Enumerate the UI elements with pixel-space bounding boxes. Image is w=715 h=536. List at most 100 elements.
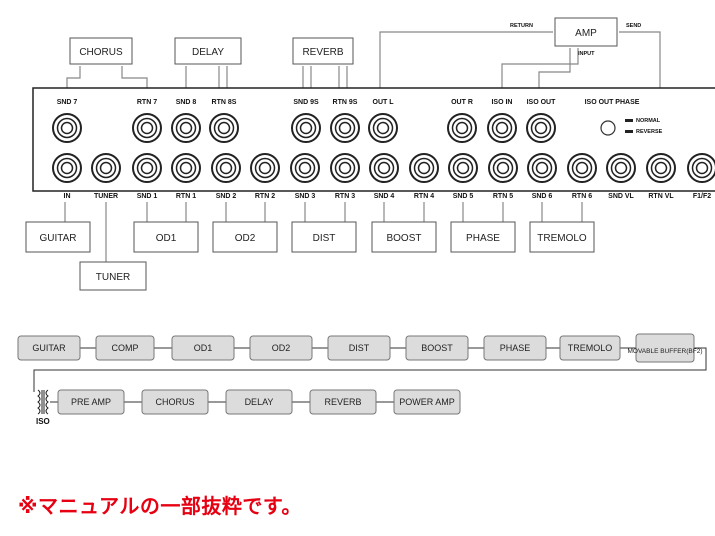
chain-movable-buffer-label: MOVABLE BUFFER(BF2) bbox=[627, 348, 702, 355]
jack-label-snd6: SND 6 bbox=[532, 193, 553, 200]
jack-in bbox=[52, 153, 82, 183]
jack-snd2 bbox=[211, 153, 241, 183]
chain-pre-amp: PRE AMP bbox=[57, 389, 125, 415]
chain-chorus: CHORUS bbox=[141, 389, 209, 415]
chain-power-amp-label: POWER AMP bbox=[399, 397, 455, 407]
top-jacks bbox=[52, 113, 556, 143]
bottom-jacks bbox=[52, 153, 715, 183]
jack-label-rtnvl: RTN VL bbox=[648, 193, 674, 200]
jack-tuner bbox=[91, 153, 121, 183]
iso-label: ISO bbox=[36, 417, 50, 426]
chain-boost: BOOST bbox=[405, 335, 469, 361]
input-label: INPUT bbox=[578, 51, 595, 57]
chain-pre-amp-label: PRE AMP bbox=[71, 397, 111, 407]
chain-row-2: ISO PRE AMP CHORUS DELAY REVERB POWER AM… bbox=[36, 389, 461, 426]
tremolo-box-label: TREMOLO bbox=[537, 233, 587, 244]
chain-comp-label: COMP bbox=[112, 343, 139, 353]
jack-label-snd3: SND 3 bbox=[295, 193, 316, 200]
jack-rtn6 bbox=[567, 153, 597, 183]
top-wires bbox=[66, 31, 661, 150]
chain-od2-label: OD2 bbox=[272, 343, 291, 353]
od1-box-label: OD1 bbox=[156, 233, 177, 244]
chain-delay: DELAY bbox=[225, 389, 293, 415]
guitar-box: GUITAR bbox=[25, 221, 91, 253]
jack-label-rtn3: RTN 3 bbox=[335, 193, 355, 200]
chain-tremolo-label: TREMOLO bbox=[568, 343, 613, 353]
jack-snd1 bbox=[132, 153, 162, 183]
jack-rtn2 bbox=[250, 153, 280, 183]
jack-label-rtn4: RTN 4 bbox=[414, 193, 434, 200]
jack-label-snd5: SND 5 bbox=[453, 193, 474, 200]
jack-label-snd9s: SND 9S bbox=[293, 99, 319, 106]
chain-boost-label: BOOST bbox=[421, 343, 453, 353]
jack-f1f2 bbox=[687, 153, 715, 183]
jack-label-snd8: SND 8 bbox=[176, 99, 197, 106]
chain-reverb-label: REVERB bbox=[324, 397, 361, 407]
jack-snd4 bbox=[369, 153, 399, 183]
jack-label-rtn5: RTN 5 bbox=[493, 193, 513, 200]
jack-isoin bbox=[487, 113, 517, 143]
phase-box-label: PHASE bbox=[466, 233, 500, 244]
chain-dist: DIST bbox=[327, 335, 391, 361]
jack-rtn5 bbox=[488, 153, 518, 183]
jack-label-snd4: SND 4 bbox=[374, 193, 395, 200]
jack-label-rtn7: RTN 7 bbox=[137, 99, 157, 106]
jack-label-f1f2: F1/F2 bbox=[693, 193, 711, 200]
delay-box: DELAY bbox=[174, 37, 242, 65]
chain-movable-buffer: MOVABLE BUFFER(BF2) bbox=[627, 333, 703, 363]
chain-guitar: GUITAR bbox=[17, 335, 81, 361]
phase-reverse-label: REVERSE bbox=[636, 129, 663, 135]
jack-label-rtn9s: RTN 9S bbox=[333, 99, 358, 106]
jack-label-in: IN bbox=[64, 193, 71, 200]
jack-label-rtn8s: RTN 8S bbox=[212, 99, 237, 106]
chain-tremolo: TREMOLO bbox=[559, 335, 621, 361]
dist-box: DIST bbox=[291, 221, 357, 253]
jack-outr bbox=[447, 113, 477, 143]
jack-rtn9s bbox=[330, 113, 360, 143]
routing-diagram: CHORUS DELAY REVERB AMP RETURN SEND INPU… bbox=[17, 17, 715, 426]
jack-isoout bbox=[526, 113, 556, 143]
tuner-box: TUNER bbox=[79, 261, 147, 291]
dist-box-label: DIST bbox=[313, 233, 336, 244]
chain-chorus-label: CHORUS bbox=[155, 397, 194, 407]
iso-transformer-icon bbox=[37, 389, 49, 415]
od2-box: OD2 bbox=[212, 221, 278, 253]
jack-rtnvl bbox=[646, 153, 676, 183]
chain-dist-label: DIST bbox=[349, 343, 370, 353]
jack-label-isophase: ISO OUT PHASE bbox=[585, 99, 640, 106]
amp-box: AMP bbox=[554, 17, 618, 47]
bottom-wires bbox=[64, 202, 583, 262]
boost-box: BOOST bbox=[371, 221, 437, 253]
send-label: SEND bbox=[626, 23, 641, 29]
phase-switch: NORMAL REVERSE bbox=[600, 118, 663, 136]
jack-rtn8s bbox=[209, 113, 239, 143]
return-label: RETURN bbox=[510, 23, 533, 29]
jack-label-snd2: SND 2 bbox=[216, 193, 237, 200]
jack-snd8 bbox=[171, 113, 201, 143]
jack-label-rtn6: RTN 6 bbox=[572, 193, 592, 200]
jack-label-isoout: ISO OUT bbox=[527, 99, 557, 106]
jack-label-outl: OUT L bbox=[373, 99, 395, 106]
jack-label-sndvl: SND VL bbox=[608, 193, 634, 200]
tremolo-box: TREMOLO bbox=[529, 221, 595, 253]
chain-power-amp: POWER AMP bbox=[393, 389, 461, 415]
chain-od1: OD1 bbox=[171, 335, 235, 361]
chain-reverb: REVERB bbox=[309, 389, 377, 415]
tuner-box-label: TUNER bbox=[96, 272, 130, 283]
jack-snd5 bbox=[448, 153, 478, 183]
jack-label-snd7: SND 7 bbox=[57, 99, 78, 106]
jack-snd7 bbox=[52, 113, 82, 143]
jack-snd9s bbox=[291, 113, 321, 143]
chain-guitar-label: GUITAR bbox=[32, 343, 66, 353]
chorus-box-label: CHORUS bbox=[79, 47, 123, 58]
chain-phase: PHASE bbox=[483, 335, 547, 361]
jack-sndvl bbox=[606, 153, 636, 183]
chain-od2: OD2 bbox=[249, 335, 313, 361]
od2-box-label: OD2 bbox=[235, 233, 256, 244]
jack-snd3 bbox=[290, 153, 320, 183]
top-jack-labels: SND 7 RTN 7 SND 8 RTN 8S SND 9S RTN 9S O… bbox=[57, 99, 640, 106]
chain-delay-label: DELAY bbox=[245, 397, 274, 407]
chain-phase-label: PHASE bbox=[500, 343, 531, 353]
jack-snd6 bbox=[527, 153, 557, 183]
chorus-box: CHORUS bbox=[69, 37, 133, 65]
